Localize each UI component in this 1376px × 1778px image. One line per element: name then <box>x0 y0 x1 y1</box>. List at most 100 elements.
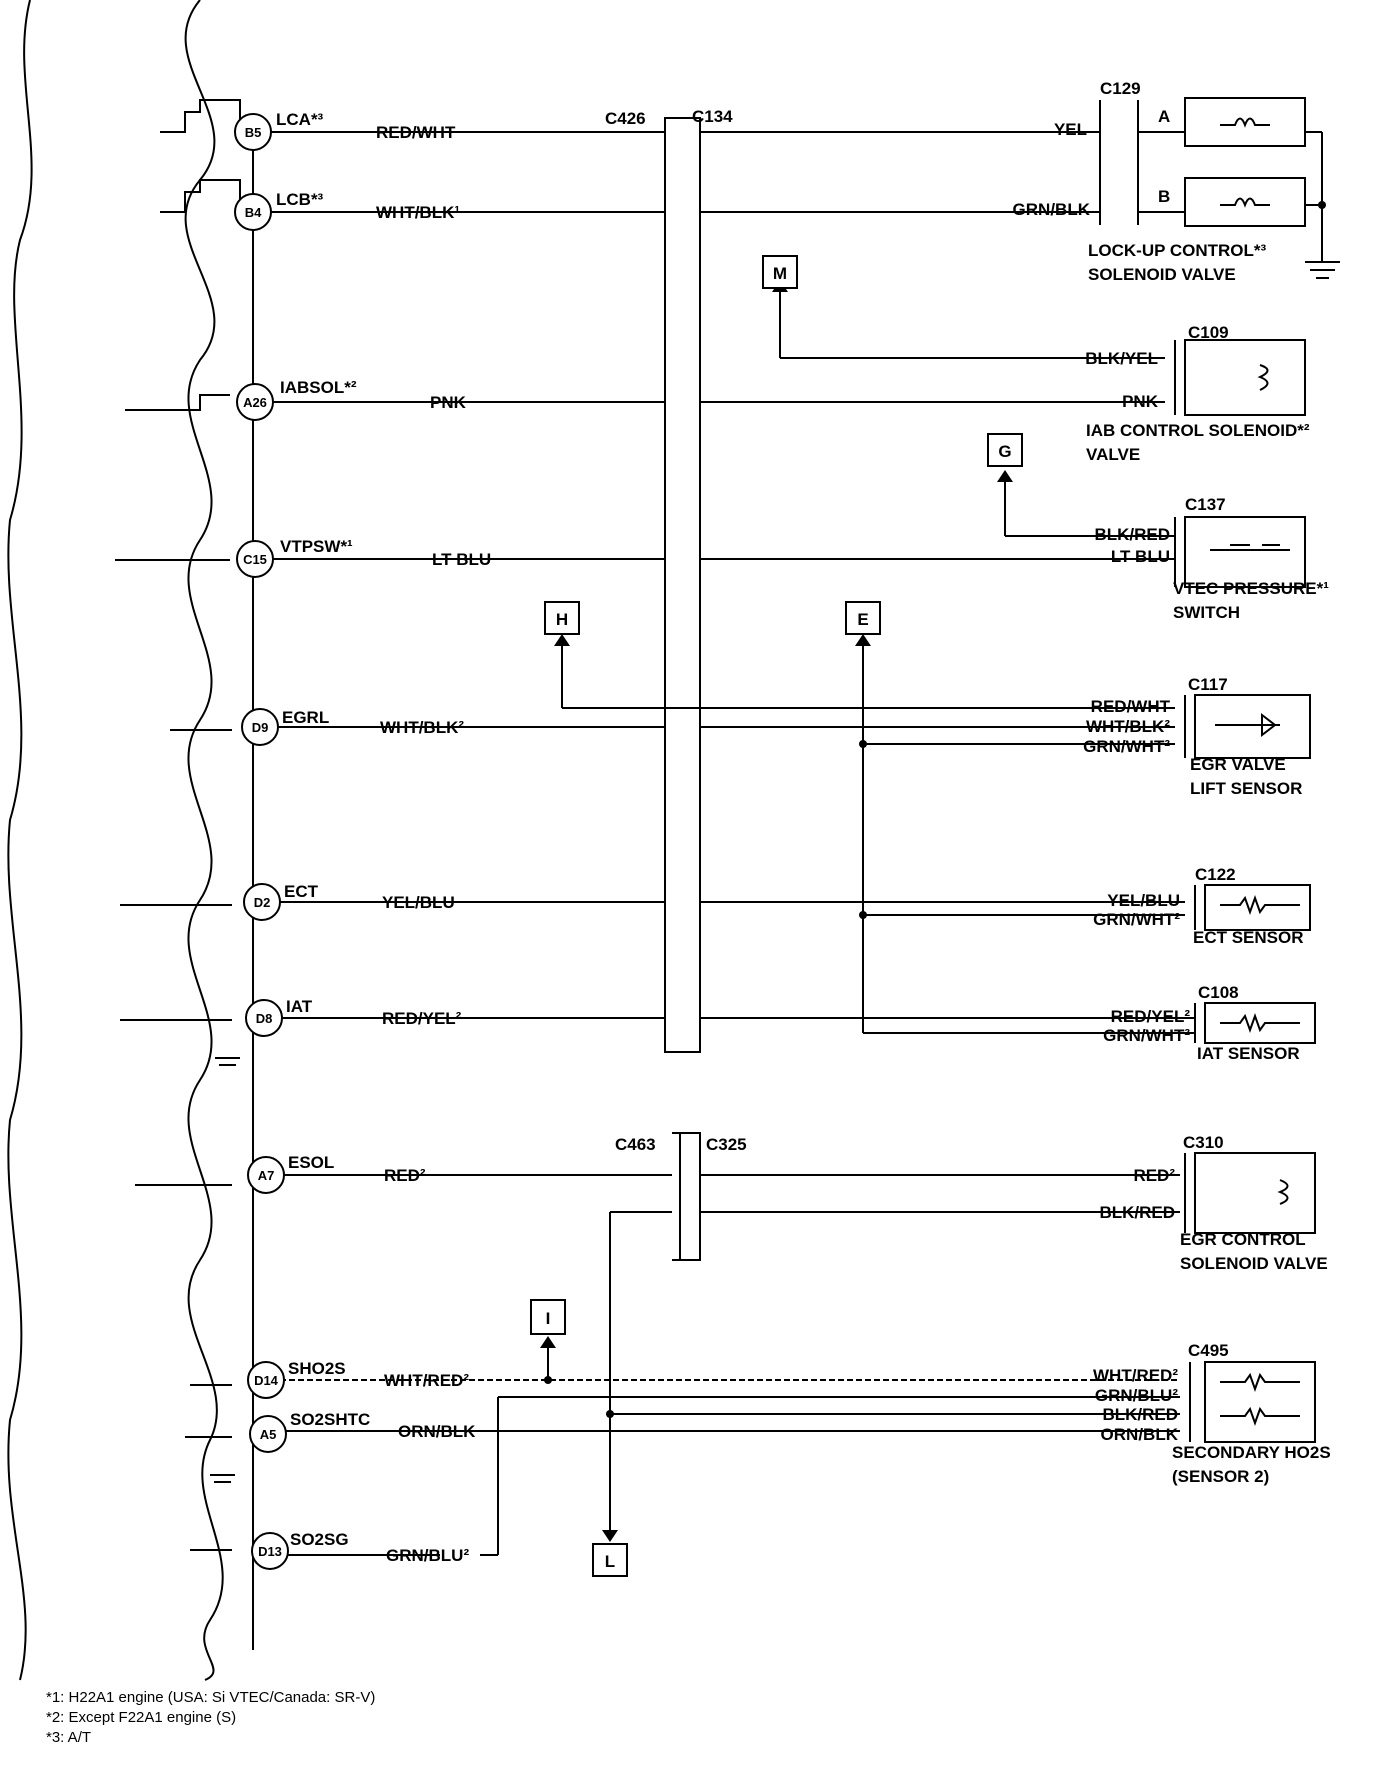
wire-label: GRN/BLU² <box>386 1546 469 1565</box>
pin-name: SO2SHTC <box>290 1410 370 1429</box>
connector-label: C463 <box>615 1135 656 1154</box>
terminal-label: B <box>1158 187 1170 206</box>
wire-label: GRN/BLU² <box>1095 1386 1178 1405</box>
wire-label: WHT/BLK¹ <box>376 203 460 222</box>
pin-a5 <box>249 1415 287 1453</box>
pin-name: IABSOL*² <box>280 378 357 397</box>
connector-c426-c134 <box>664 117 701 1053</box>
component-label: (SENSOR 2) <box>1172 1467 1269 1486</box>
sensor-icon <box>1215 712 1280 738</box>
ect-sensor <box>1204 884 1311 931</box>
ref-box-m <box>762 255 798 289</box>
resistor-icon <box>1220 1372 1300 1392</box>
component-label: IAT SENSOR <box>1197 1044 1300 1063</box>
wire-label: WHT/RED² <box>384 1371 469 1390</box>
ref-box-i <box>530 1299 566 1335</box>
connector-label: C495 <box>1188 1341 1229 1360</box>
pin-d14 <box>247 1361 285 1399</box>
pin-b5 <box>234 113 272 151</box>
resistor-icon <box>1220 1013 1300 1033</box>
pin-id: D2 <box>254 895 271 910</box>
component-label: SWITCH <box>1173 603 1240 622</box>
wire-label: RED/YEL² <box>1111 1007 1191 1026</box>
wire-label: GRN/WHT² <box>1103 1026 1190 1045</box>
pin-name: LCB*³ <box>276 190 324 209</box>
wire-label: BLK/RED <box>1099 1203 1175 1222</box>
wire-label: RED² <box>1133 1166 1175 1185</box>
pin-b4 <box>234 193 272 231</box>
pin-d13 <box>251 1532 289 1570</box>
footnote: *1: H22A1 engine (USA: Si VTEC/Canada: S… <box>46 1689 376 1706</box>
egr-lift-sensor <box>1194 694 1311 759</box>
footnotes: *1: H22A1 engine (USA: Si VTEC/Canada: S… <box>46 1688 375 1748</box>
pin-name: IAT <box>286 997 313 1016</box>
pin-name: VTPSW*¹ <box>280 537 353 556</box>
switch-icon <box>1210 544 1290 551</box>
resistor-icon <box>1220 1406 1300 1426</box>
pin-d2 <box>243 883 281 921</box>
component-label: EGR CONTROL <box>1180 1230 1306 1249</box>
pin-a26 <box>236 383 274 421</box>
wire-label: BLK/YEL <box>1085 349 1158 368</box>
pin-id: D8 <box>256 1011 273 1026</box>
wire-label: LT BLU <box>1111 547 1170 566</box>
wire-label: YEL/BLU <box>1107 891 1180 910</box>
component-label: SOLENOID VALVE <box>1180 1254 1328 1273</box>
resistor-icon <box>1220 895 1300 915</box>
wire-label: PNK <box>430 393 467 412</box>
connector-label: C310 <box>1183 1133 1224 1152</box>
wire-label: RED/WHT <box>1091 697 1171 716</box>
ref-letter: G <box>998 442 1011 461</box>
ref-box-l <box>592 1543 628 1577</box>
wire-label: WHT/BLK² <box>380 718 464 737</box>
wire-label: BLK/RED <box>1094 525 1170 544</box>
wire-label: RED² <box>384 1166 426 1185</box>
ref-letter: E <box>857 610 868 629</box>
pin-name: SHO2S <box>288 1359 346 1378</box>
connector-label: C122 <box>1195 865 1236 884</box>
connector-label: C109 <box>1188 323 1229 342</box>
coil-icon <box>1220 197 1270 208</box>
wire-label: BLK/RED <box>1102 1405 1178 1424</box>
connector-c463-c325 <box>672 1132 701 1261</box>
pin-id: C15 <box>243 552 267 567</box>
ecm-outline-left <box>7 0 33 1681</box>
ref-box-g <box>987 433 1023 467</box>
ground-icon <box>210 1474 235 1483</box>
lockup-solenoid-b <box>1184 177 1306 227</box>
connector-label: C426 <box>605 109 646 128</box>
pin-d8 <box>245 999 283 1037</box>
wire-label: YEL/BLU <box>382 893 455 912</box>
vtec-pressure-switch <box>1184 516 1306 588</box>
pin-name: ESOL <box>288 1153 334 1172</box>
wire-label: RED/WHT <box>376 123 456 142</box>
ref-box-h <box>544 601 580 635</box>
component-label: SOLENOID VALVE <box>1088 265 1236 284</box>
pin-name: EGRL <box>282 708 329 727</box>
component-label: LOCK-UP CONTROL*³ <box>1088 241 1267 260</box>
component-label: VTEC PRESSURE*¹ <box>1173 579 1329 598</box>
ref-box-e <box>845 601 881 635</box>
connector-label: C129 <box>1100 79 1141 98</box>
wire-label: WHT/BLK² <box>1086 717 1170 736</box>
pin-name: ECT <box>284 882 319 901</box>
wire-label: GRN/BLK <box>1013 200 1091 219</box>
component-label: EGR VALVE <box>1190 755 1286 774</box>
pin-name: LCA*³ <box>276 110 324 129</box>
pin-id: B5 <box>245 125 262 140</box>
terminal-label: A <box>1158 107 1170 126</box>
pin-id: B4 <box>245 205 262 220</box>
pin-id: A5 <box>260 1427 277 1442</box>
pin-name: SO2SG <box>290 1530 349 1549</box>
pin-id: D14 <box>254 1373 279 1388</box>
footnote: *2: Except F22A1 engine (S) <box>46 1709 237 1726</box>
coil-icon <box>1220 117 1270 128</box>
component-label: IAB CONTROL SOLENOID*² <box>1086 421 1310 440</box>
pin-a7 <box>247 1156 285 1194</box>
ground-icon <box>215 1057 240 1066</box>
pin-id: D13 <box>258 1544 282 1559</box>
wire-label: LT BLU <box>432 550 491 569</box>
egr-control-solenoid <box>1194 1152 1316 1234</box>
wire-label: PNK <box>1122 392 1159 411</box>
